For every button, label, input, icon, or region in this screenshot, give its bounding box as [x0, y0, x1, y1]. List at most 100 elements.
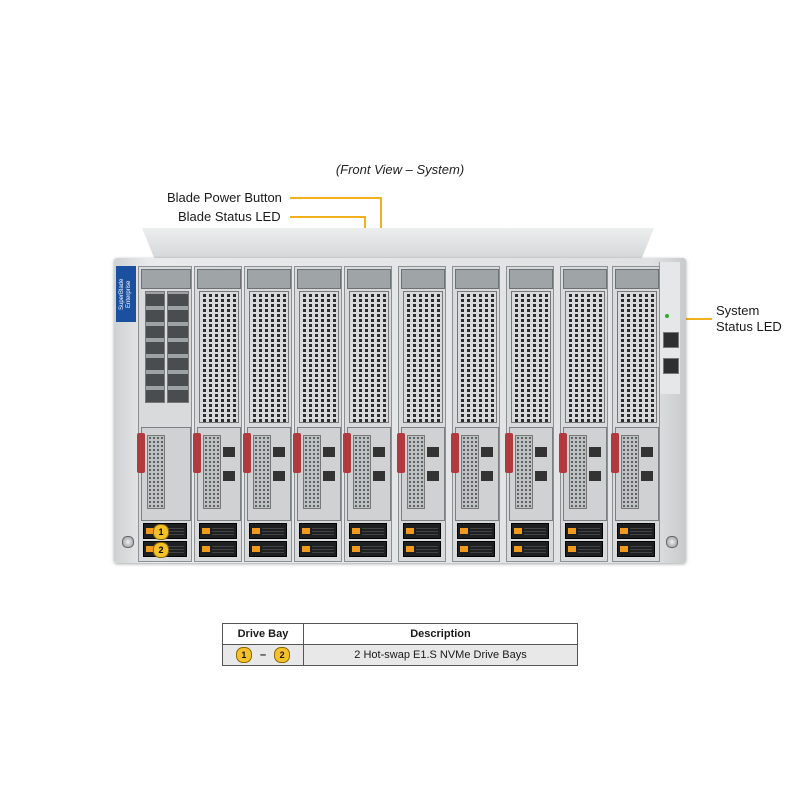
blade-module[interactable] [451, 266, 500, 562]
blade-vent-grill [511, 291, 551, 423]
drive-bay-slot[interactable] [457, 523, 495, 539]
drive-bay-slot[interactable] [349, 541, 387, 557]
blade-mesh [253, 435, 271, 509]
blade-vent-grill [349, 291, 389, 423]
blade-handle[interactable] [455, 269, 499, 289]
blade-vent-grill [457, 291, 497, 423]
network-port-icon [663, 332, 679, 348]
blade-vent-grill [299, 291, 339, 423]
drive-bay-slot[interactable] [349, 523, 387, 539]
blade-mesh [353, 435, 371, 509]
screw-icon [666, 536, 678, 548]
blade-mesh [569, 435, 587, 509]
blade-port [589, 447, 601, 457]
bay-badge-icon: 2 [153, 542, 169, 558]
blade-port [481, 471, 493, 481]
blade-port [427, 471, 439, 481]
column-header-description: Description [303, 623, 578, 645]
blade-mesh [407, 435, 425, 509]
drive-bay-slot[interactable] [403, 523, 441, 539]
drive-bay-slot[interactable] [403, 541, 441, 557]
drive-bay-slot[interactable] [249, 541, 287, 557]
blade-port [373, 447, 385, 457]
drive-bay-slot[interactable] [565, 541, 603, 557]
blade-module[interactable] [505, 266, 554, 562]
description-cell: 2 Hot-swap E1.S NVMe Drive Bays [303, 644, 578, 666]
blade-handle[interactable] [297, 269, 341, 289]
blade-handle[interactable] [509, 269, 553, 289]
blade-release-latch[interactable] [293, 433, 301, 473]
figure-caption: (Front View – System) [335, 162, 465, 177]
blade-port [323, 447, 335, 457]
blade-port [273, 471, 285, 481]
blade-release-latch[interactable] [451, 433, 459, 473]
drive-bay-slot[interactable] [457, 541, 495, 557]
blade-release-latch[interactable] [611, 433, 619, 473]
blade-module[interactable] [243, 266, 292, 562]
blade-release-latch[interactable] [243, 433, 251, 473]
blade-handle[interactable] [615, 269, 659, 289]
blade-handle[interactable] [563, 269, 607, 289]
blade-port [427, 447, 439, 457]
drive-bay-slot[interactable] [249, 523, 287, 539]
drive-bay-slot[interactable] [511, 541, 549, 557]
blade-io-panel [145, 291, 165, 403]
drive-bay-slot[interactable] [511, 523, 549, 539]
blade-module[interactable] [397, 266, 446, 562]
blade-vent-grill [617, 291, 657, 423]
blade-handle[interactable] [141, 269, 191, 289]
blade-release-latch[interactable] [559, 433, 567, 473]
callout-system-status-led: System Status LED [716, 303, 782, 334]
network-port-icon [663, 358, 679, 374]
blade-mesh [303, 435, 321, 509]
blade-module[interactable]: 1 2 [137, 266, 192, 562]
bay-badge-icon: 1 [235, 647, 252, 663]
system-status-led [665, 314, 669, 318]
blade-handle[interactable] [347, 269, 391, 289]
blade-mesh [461, 435, 479, 509]
drive-bay-slot[interactable] [617, 523, 655, 539]
blade-vent-grill [403, 291, 443, 423]
callout-blade-power-button: Blade Power Button [167, 190, 282, 205]
drive-bay-slot[interactable] [199, 541, 237, 557]
drive-bay-slot[interactable] [199, 523, 237, 539]
blade-vent-grill [199, 291, 239, 423]
blade-release-latch[interactable] [397, 433, 405, 473]
blade-vent-grill [249, 291, 289, 423]
drive-bay-slot[interactable] [299, 541, 337, 557]
blade-handle[interactable] [401, 269, 445, 289]
screw-icon [122, 536, 134, 548]
blade-module[interactable] [343, 266, 392, 562]
blade-release-latch[interactable] [343, 433, 351, 473]
blade-release-latch[interactable] [505, 433, 513, 473]
drive-bay-slot[interactable] [299, 523, 337, 539]
blade-port [535, 471, 547, 481]
drive-bay-slot[interactable] [617, 541, 655, 557]
blade-module[interactable] [193, 266, 242, 562]
blade-module[interactable] [611, 266, 660, 562]
blade-port [481, 447, 493, 457]
column-header-drive-bay: Drive Bay [222, 623, 304, 645]
table-header-row: Drive Bay Description [222, 623, 578, 645]
blade-release-latch[interactable] [193, 433, 201, 473]
blade-module[interactable] [293, 266, 342, 562]
callout-line-power-h [290, 197, 382, 199]
callout-line-system-led [680, 318, 712, 320]
blade-port [323, 471, 335, 481]
blade-module[interactable] [559, 266, 608, 562]
blade-release-latch[interactable] [137, 433, 145, 473]
blade-port [273, 447, 285, 457]
drive-bay-table: Drive Bay Description 1 – 2 2 Hot-swap E… [222, 623, 578, 666]
callout-line-led-h [290, 216, 366, 218]
table-row: 1 – 2 2 Hot-swap E1.S NVMe Drive Bays [222, 644, 578, 666]
blade-port [223, 471, 235, 481]
drive-bay-cell: 1 – 2 [222, 644, 304, 666]
drive-bay-slot[interactable] [565, 523, 603, 539]
blade-vent-grill [565, 291, 605, 423]
range-dash: – [259, 649, 267, 661]
right-control-panel [659, 262, 680, 394]
blade-mesh [515, 435, 533, 509]
blade-handle[interactable] [197, 269, 241, 289]
blade-mesh [621, 435, 639, 509]
blade-handle[interactable] [247, 269, 291, 289]
